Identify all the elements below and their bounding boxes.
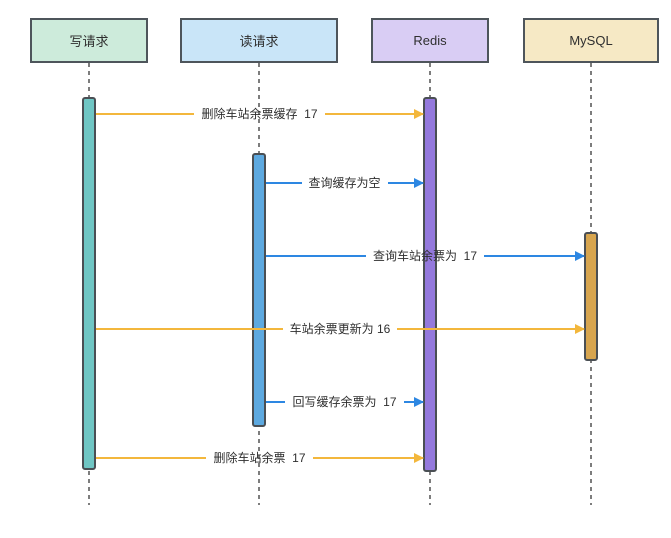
message-write-back-cache: 回写缓存余票为 17 xyxy=(266,393,424,411)
actor-box-redis: Redis xyxy=(371,18,489,63)
message-query-ticket-count: 查询车站余票为 17 xyxy=(266,247,585,265)
activation-bar-redis xyxy=(423,97,437,472)
activation-bar-write-request xyxy=(82,97,96,470)
message-label: 删除车站余票缓存 17 xyxy=(201,107,318,121)
message-line xyxy=(266,255,366,257)
actor-box-mysql: MySQL xyxy=(523,18,659,63)
arrowhead-right-icon xyxy=(414,397,424,407)
arrowhead-right-icon xyxy=(575,324,585,334)
message-line xyxy=(96,113,195,115)
message-line xyxy=(266,401,286,403)
arrowhead-right-icon xyxy=(414,178,424,188)
message-delete-ticket: 删除车站余票 17 xyxy=(96,449,424,467)
message-line xyxy=(403,401,423,403)
arrowhead-right-icon xyxy=(414,109,424,119)
message-line xyxy=(96,328,283,330)
message-update-ticket-count: 车站余票更新为 16 xyxy=(96,320,585,338)
activation-bar-read-request xyxy=(252,153,266,427)
message-delete-ticket-cache: 删除车站余票缓存 17 xyxy=(96,105,424,123)
arrowhead-right-icon xyxy=(414,453,424,463)
message-label: 查询缓存为空 xyxy=(308,176,381,190)
message-label: 回写缓存余票为 17 xyxy=(292,395,397,409)
message-label: 车站余票更新为 16 xyxy=(289,322,391,336)
message-line xyxy=(312,457,423,459)
arrowhead-right-icon xyxy=(575,251,585,261)
message-line xyxy=(397,328,584,330)
message-line xyxy=(266,182,302,184)
message-label: 查询车站余票为 17 xyxy=(372,249,478,263)
message-query-cache-empty: 查询缓存为空 xyxy=(266,174,424,192)
activation-bar-mysql xyxy=(584,232,598,361)
message-line xyxy=(387,182,424,184)
message-line xyxy=(324,113,423,115)
actor-box-write-request: 写请求 xyxy=(30,18,148,63)
actor-box-read-request: 读请求 xyxy=(180,18,338,63)
message-label: 删除车站余票 17 xyxy=(213,451,306,465)
message-line xyxy=(96,457,207,459)
message-line xyxy=(484,255,584,257)
